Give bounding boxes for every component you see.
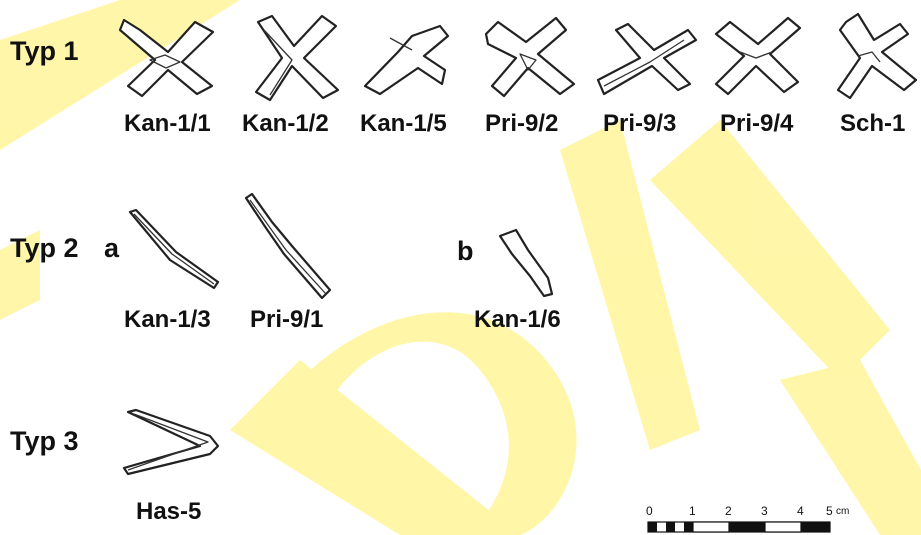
caption-pri-9-4: Pri-9/4 [720, 110, 794, 137]
caption-pri-9-2: Pri-9/2 [485, 110, 559, 137]
artifact-sch-1 [836, 12, 918, 100]
type-1-label: Typ 1 [10, 36, 79, 66]
artifact-kan-1-1 [118, 18, 215, 98]
caption-kan-1-3: Kan-1/3 [124, 306, 211, 333]
artifact-has-5 [122, 408, 220, 476]
caption-has-5: Has-5 [136, 498, 202, 525]
caption-kan-1-6: Kan-1/6 [474, 306, 561, 333]
caption-sch-1: Sch-1 [840, 110, 906, 137]
artifact-pri-9-4 [714, 16, 802, 96]
type-2a-label: a [104, 233, 120, 263]
caption-kan-1-2: Kan-1/2 [242, 110, 329, 137]
artifact-pri-9-1 [244, 192, 332, 300]
type-3-label: Typ 3 [10, 426, 79, 456]
caption-pri-9-3: Pri-9/3 [603, 110, 677, 137]
artifact-kan-1-3 [128, 208, 220, 290]
artifact-pri-9-3 [596, 22, 698, 96]
scale-tick-4: 4 [797, 504, 804, 518]
scale-tick-5: 5 [826, 504, 833, 518]
scale-tick-1: 1 [689, 504, 696, 518]
scale-unit: cm [836, 506, 850, 517]
artifact-kan-1-5 [363, 24, 450, 96]
type-2-label: Typ 2 [10, 233, 79, 263]
scale-bar [647, 521, 831, 533]
caption-kan-1-5: Kan-1/5 [360, 110, 447, 137]
scale-tick-0: 0 [646, 504, 653, 518]
type-2b-label: b [457, 236, 474, 266]
artifact-kan-1-6 [498, 228, 554, 298]
caption-pri-9-1: Pri-9/1 [250, 306, 324, 333]
artifact-pri-9-2 [484, 16, 576, 98]
scale-tick-3: 3 [761, 504, 768, 518]
caption-kan-1-1: Kan-1/1 [124, 110, 211, 137]
artifact-kan-1-2 [254, 14, 340, 102]
scale-tick-2: 2 [725, 504, 732, 518]
